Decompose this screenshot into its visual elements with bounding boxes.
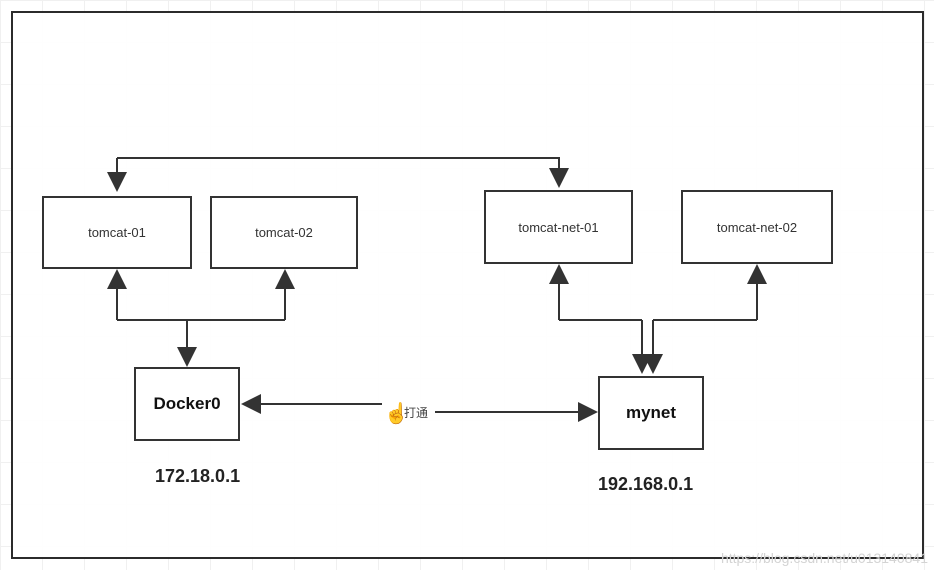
- tomcat-net-02-label: tomcat-net-02: [716, 219, 798, 235]
- watermark-text: https://blog.csdn.net/u013140841: [721, 550, 928, 566]
- mynet-label: mynet: [625, 403, 677, 422]
- docker0-ip: 172.18.0.1: [155, 466, 240, 487]
- watermark-label: https://blog.csdn.net/u013140841: [720, 550, 928, 566]
- link-text-label: 打通: [404, 406, 429, 420]
- top-bridge-line: [116, 157, 559, 190]
- tomcat-net-01-node: tomcat-net-01: [484, 190, 633, 264]
- tomcat-net-02-node: tomcat-net-02: [681, 190, 833, 264]
- tomcat-02-node: tomcat-02: [210, 196, 358, 269]
- mynet-ip: 192.168.0.1: [598, 474, 693, 495]
- mynet-node: mynet: [598, 376, 704, 450]
- diagram-frame: [11, 11, 924, 559]
- hand-cursor-icon: ☝: [384, 403, 409, 425]
- tomcat-net-01-label: tomcat-net-01: [518, 219, 599, 235]
- docker0-ip-label: 172.18.0.1: [155, 466, 241, 486]
- docker0-label: Docker0: [153, 394, 221, 413]
- tomcat-01-label: tomcat-01: [88, 225, 146, 240]
- docker0-node: Docker0: [134, 367, 240, 441]
- mynet-ip-label: 192.168.0.1: [598, 474, 694, 494]
- tomcat-01-node: tomcat-01: [42, 196, 192, 269]
- link-text: 打通: [404, 404, 428, 421]
- tomcat-02-label: tomcat-02: [255, 225, 313, 240]
